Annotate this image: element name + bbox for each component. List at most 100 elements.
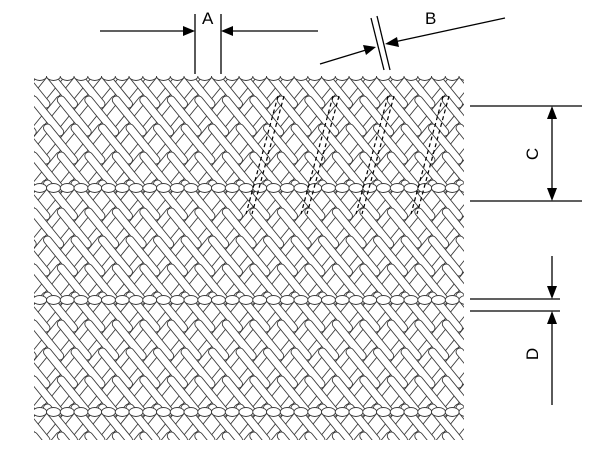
- dimension-a-arrowhead-right: [221, 26, 233, 36]
- wire-body: [154, 124, 187, 164]
- wire-strand-front: [166, 263, 202, 305]
- wire-body: [195, 152, 229, 192]
- wire-strand-back: [0, 268, 5, 300]
- wire-outline: [474, 212, 500, 244]
- wire-body: [277, 264, 311, 304]
- rod-loop: [211, 183, 226, 193]
- wire-strand-front: [290, 123, 326, 165]
- wire-strand-front: [221, 375, 257, 417]
- cross-rod: [34, 407, 464, 417]
- wire-outline: [0, 324, 5, 356]
- wire-strand-front: [125, 347, 161, 389]
- dimension-b-extension-right: [376, 15, 391, 71]
- rod-loop: [197, 295, 213, 305]
- mesh-band-front: [0, 123, 514, 165]
- wire-strand-front: [34, 250, 51, 277]
- wire-outline: [488, 184, 514, 216]
- rod-loop: [46, 295, 61, 305]
- rod-loop: [307, 407, 323, 417]
- rod-loop: [334, 295, 350, 305]
- wire-body: [332, 376, 366, 416]
- rod-loop: [197, 407, 213, 417]
- wire-strand-front: [166, 375, 202, 417]
- wire-strand-front: [386, 263, 422, 305]
- wire-body: [34, 251, 50, 276]
- wire-strand-front: [501, 100, 527, 132]
- wire-body: [442, 96, 464, 128]
- rod-loop: [128, 76, 144, 81]
- wire-body: [277, 320, 311, 360]
- wire-body: [374, 348, 407, 388]
- wire-strand-front: [0, 212, 5, 244]
- rod-loop: [34, 295, 48, 305]
- wire-strand-front: [34, 306, 51, 333]
- rod-loop: [46, 76, 61, 81]
- rod-loop: [114, 407, 130, 417]
- wire-strand-front: [180, 123, 216, 165]
- rod-loop: [224, 76, 240, 81]
- wire-body: [167, 152, 201, 192]
- wire-strand-front: [56, 151, 92, 193]
- rod-loop: [473, 296, 487, 305]
- wire-body: [34, 307, 50, 332]
- rod-loop: [444, 183, 460, 193]
- wire-body: [474, 156, 500, 188]
- wire-body: [442, 376, 464, 408]
- wire-body: [0, 296, 19, 328]
- wire-strand-back: [0, 128, 19, 160]
- wire-strand-back: [488, 296, 514, 328]
- wire-body: [488, 72, 514, 104]
- wire-body: [305, 376, 339, 416]
- wire-body: [34, 419, 50, 440]
- wire-outline: [34, 376, 37, 385]
- wire-body: [374, 124, 407, 164]
- wire-body: [0, 184, 19, 216]
- rod-loop: [183, 295, 199, 305]
- wire-body: [112, 264, 146, 304]
- wire-strand-front: [0, 128, 19, 160]
- wire-strand-front: [98, 235, 133, 277]
- wire-outline: [0, 324, 5, 356]
- dimension-b-arrowhead-right: [385, 37, 399, 47]
- wire-outline: [0, 72, 19, 104]
- wire-strand-front: [6, 436, 32, 450]
- wire-strand-front: [34, 319, 65, 361]
- wire-strand-front: [488, 296, 514, 328]
- wire-outline: [474, 212, 500, 244]
- wire-body: [34, 320, 64, 360]
- wire-strand-front: [304, 207, 340, 249]
- rod-loop: [73, 407, 89, 417]
- wire-strand-front: [441, 151, 464, 185]
- wire-strand-back: [0, 324, 5, 356]
- wire-body: [140, 264, 174, 304]
- rod-loop: [87, 76, 103, 81]
- rod-loop: [101, 407, 116, 417]
- wire-body: [332, 208, 366, 248]
- wire-strand-front: [139, 375, 175, 417]
- wire-body: [34, 96, 64, 136]
- dimension-c: C: [470, 105, 582, 202]
- wire-body: [85, 208, 119, 248]
- wire-body: [0, 324, 5, 356]
- wire-outline: [474, 156, 500, 188]
- wire-strand-back: [34, 235, 51, 262]
- wire-strand-front: [34, 351, 37, 360]
- wire-body: [154, 348, 187, 388]
- wire-strand-back: [474, 212, 500, 244]
- wire-outline: [488, 240, 514, 272]
- wire-body: [474, 212, 500, 244]
- wire-body: [0, 156, 5, 188]
- rod-loop: [59, 407, 75, 417]
- wire-outline: [34, 432, 37, 440]
- wire-strand-back: [34, 320, 37, 329]
- wire-strand-back: [488, 408, 514, 440]
- wire-body: [71, 236, 105, 276]
- wire-outline: [474, 156, 500, 188]
- wire-outline: [488, 128, 514, 160]
- wire-body: [34, 83, 50, 108]
- wire-strand-front: [56, 263, 92, 305]
- rod-loop: [73, 183, 89, 193]
- wire-strand-front: [221, 151, 257, 193]
- wire-body: [71, 348, 105, 388]
- wire-strand-front: [125, 235, 161, 277]
